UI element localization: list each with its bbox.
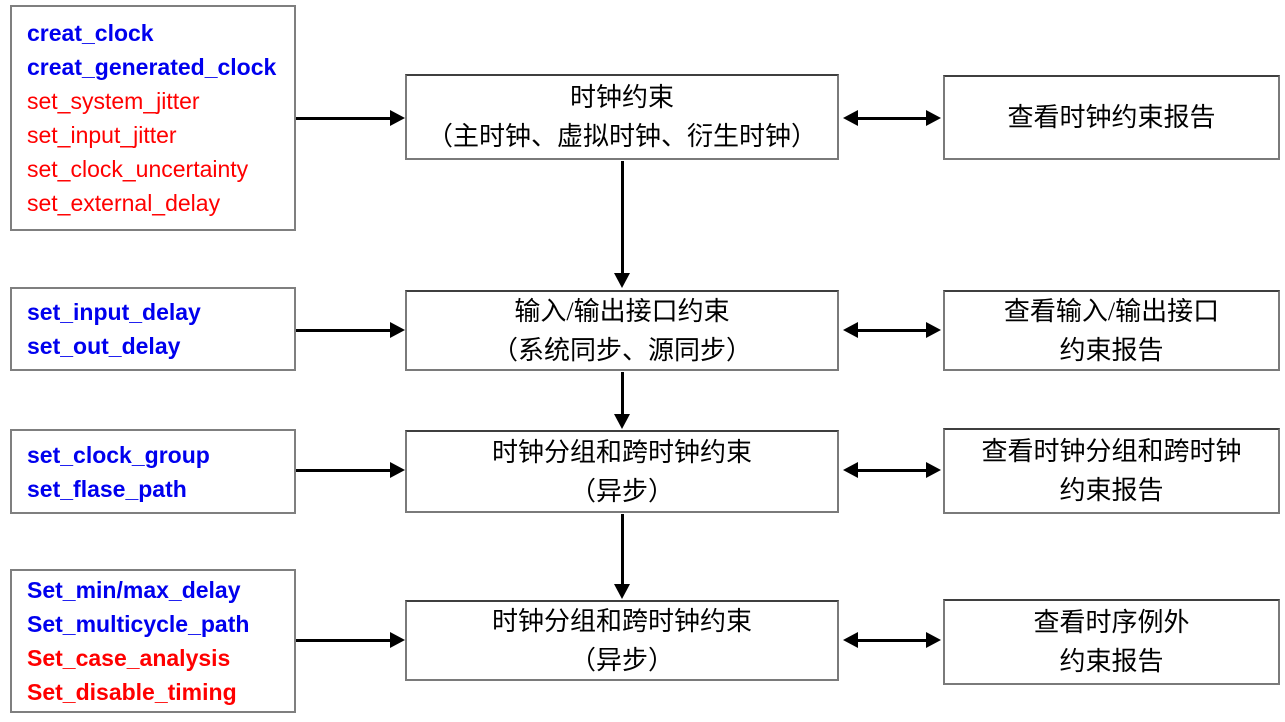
arrow-head-right-icon bbox=[926, 110, 941, 126]
step-text-line: 输入/输出接口约束 bbox=[514, 296, 730, 326]
command-text: Set_min/max_delay bbox=[27, 577, 241, 603]
report-text-line: 约束报告 bbox=[1059, 647, 1164, 676]
step-box-clock-group-constraint: 时钟分组和跨时钟约束 （异步） bbox=[405, 430, 839, 513]
step-box-io-constraint: 输入/输出接口约束 （系统同步、源同步） bbox=[405, 290, 839, 371]
command-box-io-delay: set_input_delay set_out_delay bbox=[10, 287, 296, 371]
command-text: Set_case_analysis bbox=[27, 645, 231, 671]
command-box-clock-group: set_clock_group set_flase_path bbox=[10, 429, 296, 514]
arrow-head-left-icon bbox=[843, 110, 858, 126]
command-text: set_input_jitter bbox=[27, 122, 177, 148]
step-text-line: 时钟约束 bbox=[569, 83, 674, 112]
command-box-timing-exceptions: Set_min/max_delay Set_multicycle_path Se… bbox=[10, 569, 296, 713]
report-text-line: 查看输入/输出接口 bbox=[1003, 296, 1220, 326]
arrow-head-right-icon bbox=[926, 632, 941, 648]
report-text-line: 查看时钟分组和跨时钟 bbox=[981, 437, 1242, 466]
arrow-head-down-icon bbox=[614, 584, 630, 599]
command-text: set_external_delay bbox=[27, 190, 221, 216]
arrow-line bbox=[296, 117, 392, 120]
arrow-head-left-icon bbox=[843, 462, 858, 478]
arrow-head-down-icon bbox=[614, 414, 630, 429]
step-text-line: （主时钟、虚拟时钟、衍生时钟） bbox=[426, 122, 817, 151]
arrow-head-right-icon bbox=[390, 632, 405, 648]
arrow-line bbox=[621, 372, 624, 416]
arrow-head-left-icon bbox=[843, 322, 858, 338]
arrow-line bbox=[621, 161, 624, 275]
report-text-line: 约束报告 bbox=[1059, 335, 1164, 365]
arrow-head-left-icon bbox=[843, 632, 858, 648]
command-box-clock-constraints: creat_clock creat_generated_clock set_sy… bbox=[10, 5, 296, 231]
step-text-line: （异步） bbox=[569, 645, 674, 675]
arrow-head-right-icon bbox=[390, 462, 405, 478]
report-box-io-constraint: 查看输入/输出接口 约束报告 bbox=[943, 290, 1280, 371]
command-text: set_system_jitter bbox=[27, 88, 200, 114]
command-text: set_out_delay bbox=[27, 333, 181, 359]
step-text-line: 时钟分组和跨时钟约束 bbox=[491, 606, 752, 636]
arrow-head-right-icon bbox=[390, 322, 405, 338]
command-text: set_input_delay bbox=[27, 299, 201, 325]
report-text-line: 查看时序例外 bbox=[1033, 608, 1190, 637]
command-text: Set_disable_timing bbox=[27, 679, 237, 705]
step-text-line: （系统同步、源同步） bbox=[491, 335, 752, 365]
arrow-head-right-icon bbox=[390, 110, 405, 126]
command-text: creat_generated_clock bbox=[27, 54, 277, 80]
command-text: Set_multicycle_path bbox=[27, 611, 250, 637]
arrow-head-right-icon bbox=[926, 462, 941, 478]
arrow-line bbox=[855, 329, 929, 332]
step-box-timing-exception-constraint: 时钟分组和跨时钟约束 （异步） bbox=[405, 600, 839, 681]
command-text: set_flase_path bbox=[27, 475, 187, 502]
report-box-clock-group-constraint: 查看时钟分组和跨时钟 约束报告 bbox=[943, 428, 1280, 514]
arrow-line bbox=[296, 469, 392, 472]
arrow-head-right-icon bbox=[926, 322, 941, 338]
command-text: creat_clock bbox=[27, 20, 154, 46]
report-text-line: 查看时钟约束报告 bbox=[1007, 103, 1216, 132]
report-box-timing-exception: 查看时序例外 约束报告 bbox=[943, 599, 1280, 685]
command-text: set_clock_uncertainty bbox=[27, 156, 249, 182]
arrow-line bbox=[296, 639, 392, 642]
arrow-line bbox=[855, 469, 929, 472]
arrow-line bbox=[621, 514, 624, 586]
step-text-line: （异步） bbox=[569, 476, 674, 506]
arrow-line bbox=[296, 329, 392, 332]
step-box-clock-constraint: 时钟约束 （主时钟、虚拟时钟、衍生时钟） bbox=[405, 74, 839, 160]
arrow-line bbox=[855, 117, 929, 120]
report-text-line: 约束报告 bbox=[1059, 476, 1164, 505]
arrow-line bbox=[855, 639, 929, 642]
step-text-line: 时钟分组和跨时钟约束 bbox=[491, 437, 752, 467]
command-text: set_clock_group bbox=[27, 441, 210, 468]
report-box-clock-constraint: 查看时钟约束报告 bbox=[943, 75, 1280, 160]
arrow-head-down-icon bbox=[614, 273, 630, 288]
